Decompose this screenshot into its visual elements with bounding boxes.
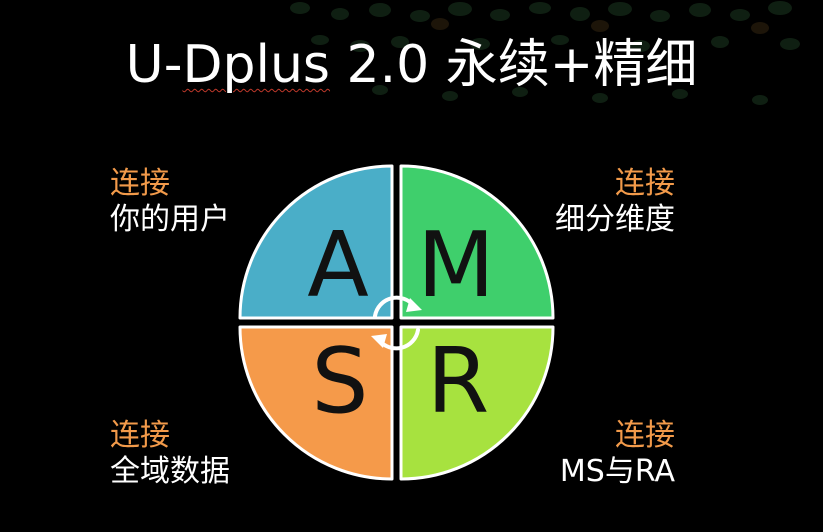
quadrant-a xyxy=(238,164,394,320)
refresh-cycle-icon xyxy=(371,295,422,351)
quadrant-s xyxy=(238,325,394,481)
label-bottom-left-accent: 连接 xyxy=(110,418,170,453)
label-bottom-right: 连接 MS与RA xyxy=(560,418,675,490)
label-top-right: 连接 细分维度 xyxy=(555,166,675,238)
label-top-left-desc: 你的用户 xyxy=(110,202,230,237)
label-top-left-accent: 连接 xyxy=(110,166,170,201)
quadrant-a-letter: A xyxy=(307,213,369,318)
quadrant-m xyxy=(399,164,555,320)
title-suffix: 2.0 永续+精细 xyxy=(330,35,698,95)
page-title: U-Dplus 2.0 永续+精细 xyxy=(0,22,823,97)
quadrant-r-letter: R xyxy=(427,329,490,434)
quadrant-r xyxy=(399,325,555,481)
label-top-right-accent: 连接 xyxy=(615,166,675,201)
background-decoration xyxy=(290,1,800,105)
title-prefix: U- xyxy=(125,35,183,95)
label-bottom-right-accent: 连接 xyxy=(615,418,675,453)
label-top-right-desc: 细分维度 xyxy=(555,202,675,237)
label-top-left: 连接 你的用户 xyxy=(110,166,230,238)
label-bottom-right-desc: MS与RA xyxy=(559,454,675,489)
label-bottom-left: 连接 全域数据 xyxy=(110,418,230,490)
quadrant-m-letter: M xyxy=(417,213,495,318)
title-underlined-word: Dplus xyxy=(182,35,331,95)
label-bottom-left-desc: 全域数据 xyxy=(110,454,230,489)
quadrant-s-letter: S xyxy=(311,329,368,434)
